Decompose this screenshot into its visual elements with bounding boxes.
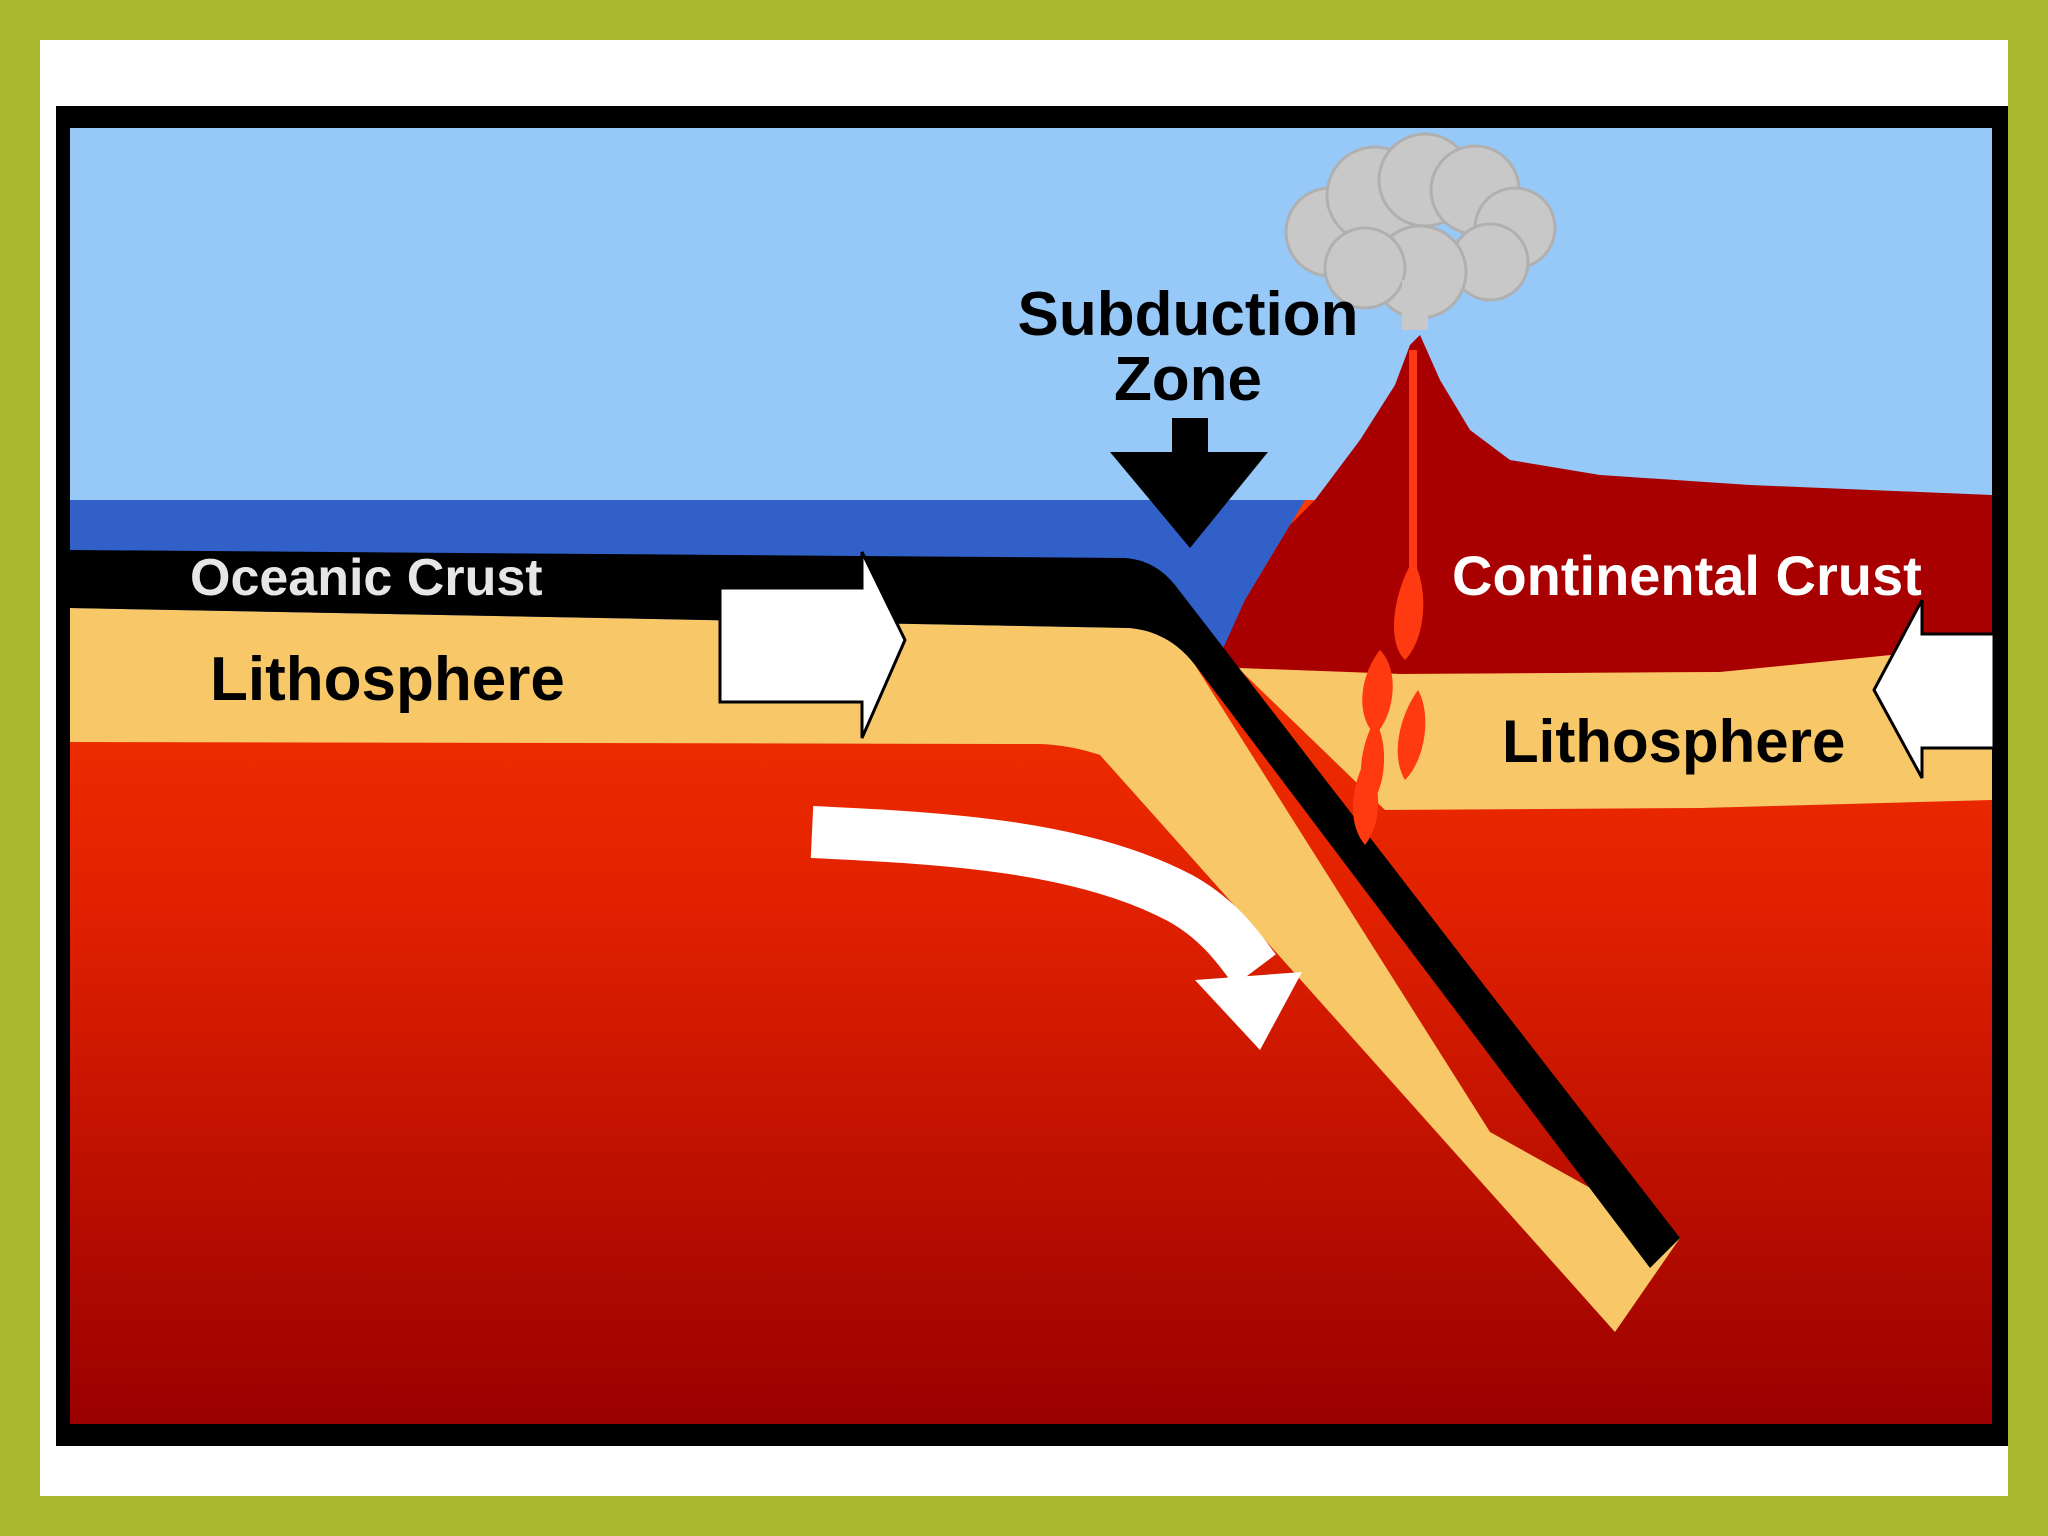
- diagram-area: [70, 128, 1996, 1424]
- down-arrow-icon: [1110, 418, 1268, 548]
- subduction-zone-label-line2: Zone: [1114, 345, 1262, 414]
- continental-crust-label: Continental Crust: [1452, 544, 1922, 607]
- oceanic-crust-band: [70, 550, 1680, 1268]
- ash-cloud-icon: [1284, 132, 1557, 330]
- subduction-zone-label-line1: Subduction: [1018, 280, 1359, 349]
- continental-lithosphere: [1238, 645, 1992, 810]
- right-arrow-icon: [718, 551, 907, 739]
- lithosphere-left-label: Lithosphere: [210, 645, 565, 714]
- oceanic-crust-label: Oceanic Crust: [190, 549, 543, 607]
- lithosphere-right-label: Lithosphere: [1502, 708, 1845, 775]
- curved-arrow-icon: [810, 806, 1302, 1050]
- left-arrow-icon: [1872, 599, 1996, 779]
- oceanic-lithosphere: [70, 608, 1680, 1332]
- magma-icon: [1352, 350, 1426, 845]
- sky: [70, 128, 1992, 500]
